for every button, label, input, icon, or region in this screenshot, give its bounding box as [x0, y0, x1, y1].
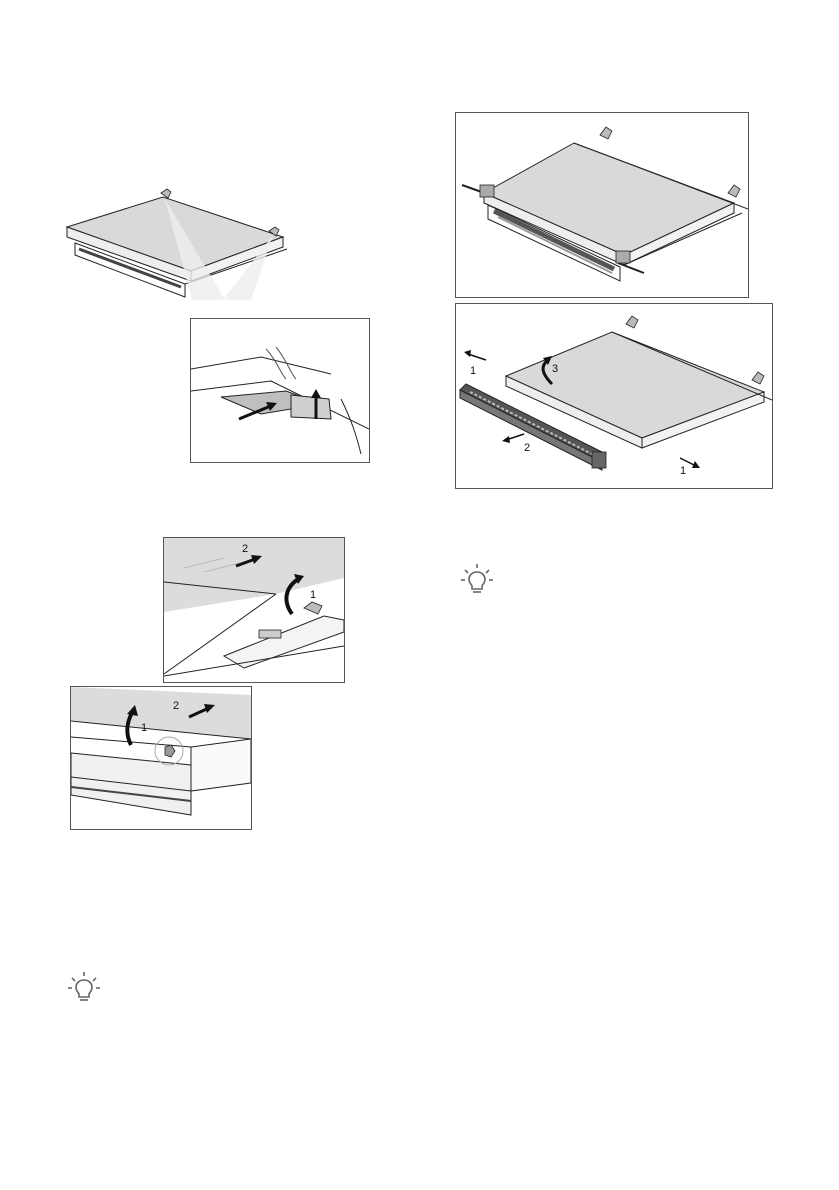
clip-detail-illustration: [191, 319, 369, 462]
lightbulb-tip-icon: [66, 970, 102, 1006]
remove-trim-illustration: 1 3 2 1: [456, 304, 772, 488]
callout-label: 2: [524, 442, 530, 454]
figure-remove-trim: 1 3 2 1: [455, 303, 773, 489]
door-overview-illustration: [55, 185, 295, 300]
figure-clip-detail: [190, 318, 370, 463]
callout-label: 1: [141, 722, 147, 734]
callout-label: 3: [552, 363, 558, 375]
callout-label: 1: [680, 465, 686, 477]
lightbulb-tip-icon: [459, 562, 495, 598]
lift-slide-side-illustration: 2 1: [71, 687, 251, 829]
callout-label: 2: [242, 543, 248, 555]
door-panel-rails-illustration: [456, 113, 748, 297]
lift-slide-top-illustration: 2 1: [164, 538, 344, 682]
callout-label: 1: [470, 365, 476, 377]
figure-lift-slide-top: 2 1: [163, 537, 345, 683]
callout-label: 1: [310, 589, 316, 601]
figure-door-overview: [55, 185, 295, 300]
remove-screw-arrow-icon: [464, 350, 486, 360]
pull-trim-arrow-icon: [502, 434, 524, 443]
callout-label: 2: [173, 700, 179, 712]
figure-lift-slide-side: 2 1: [70, 686, 252, 830]
figure-door-panel-rails: [455, 112, 749, 298]
